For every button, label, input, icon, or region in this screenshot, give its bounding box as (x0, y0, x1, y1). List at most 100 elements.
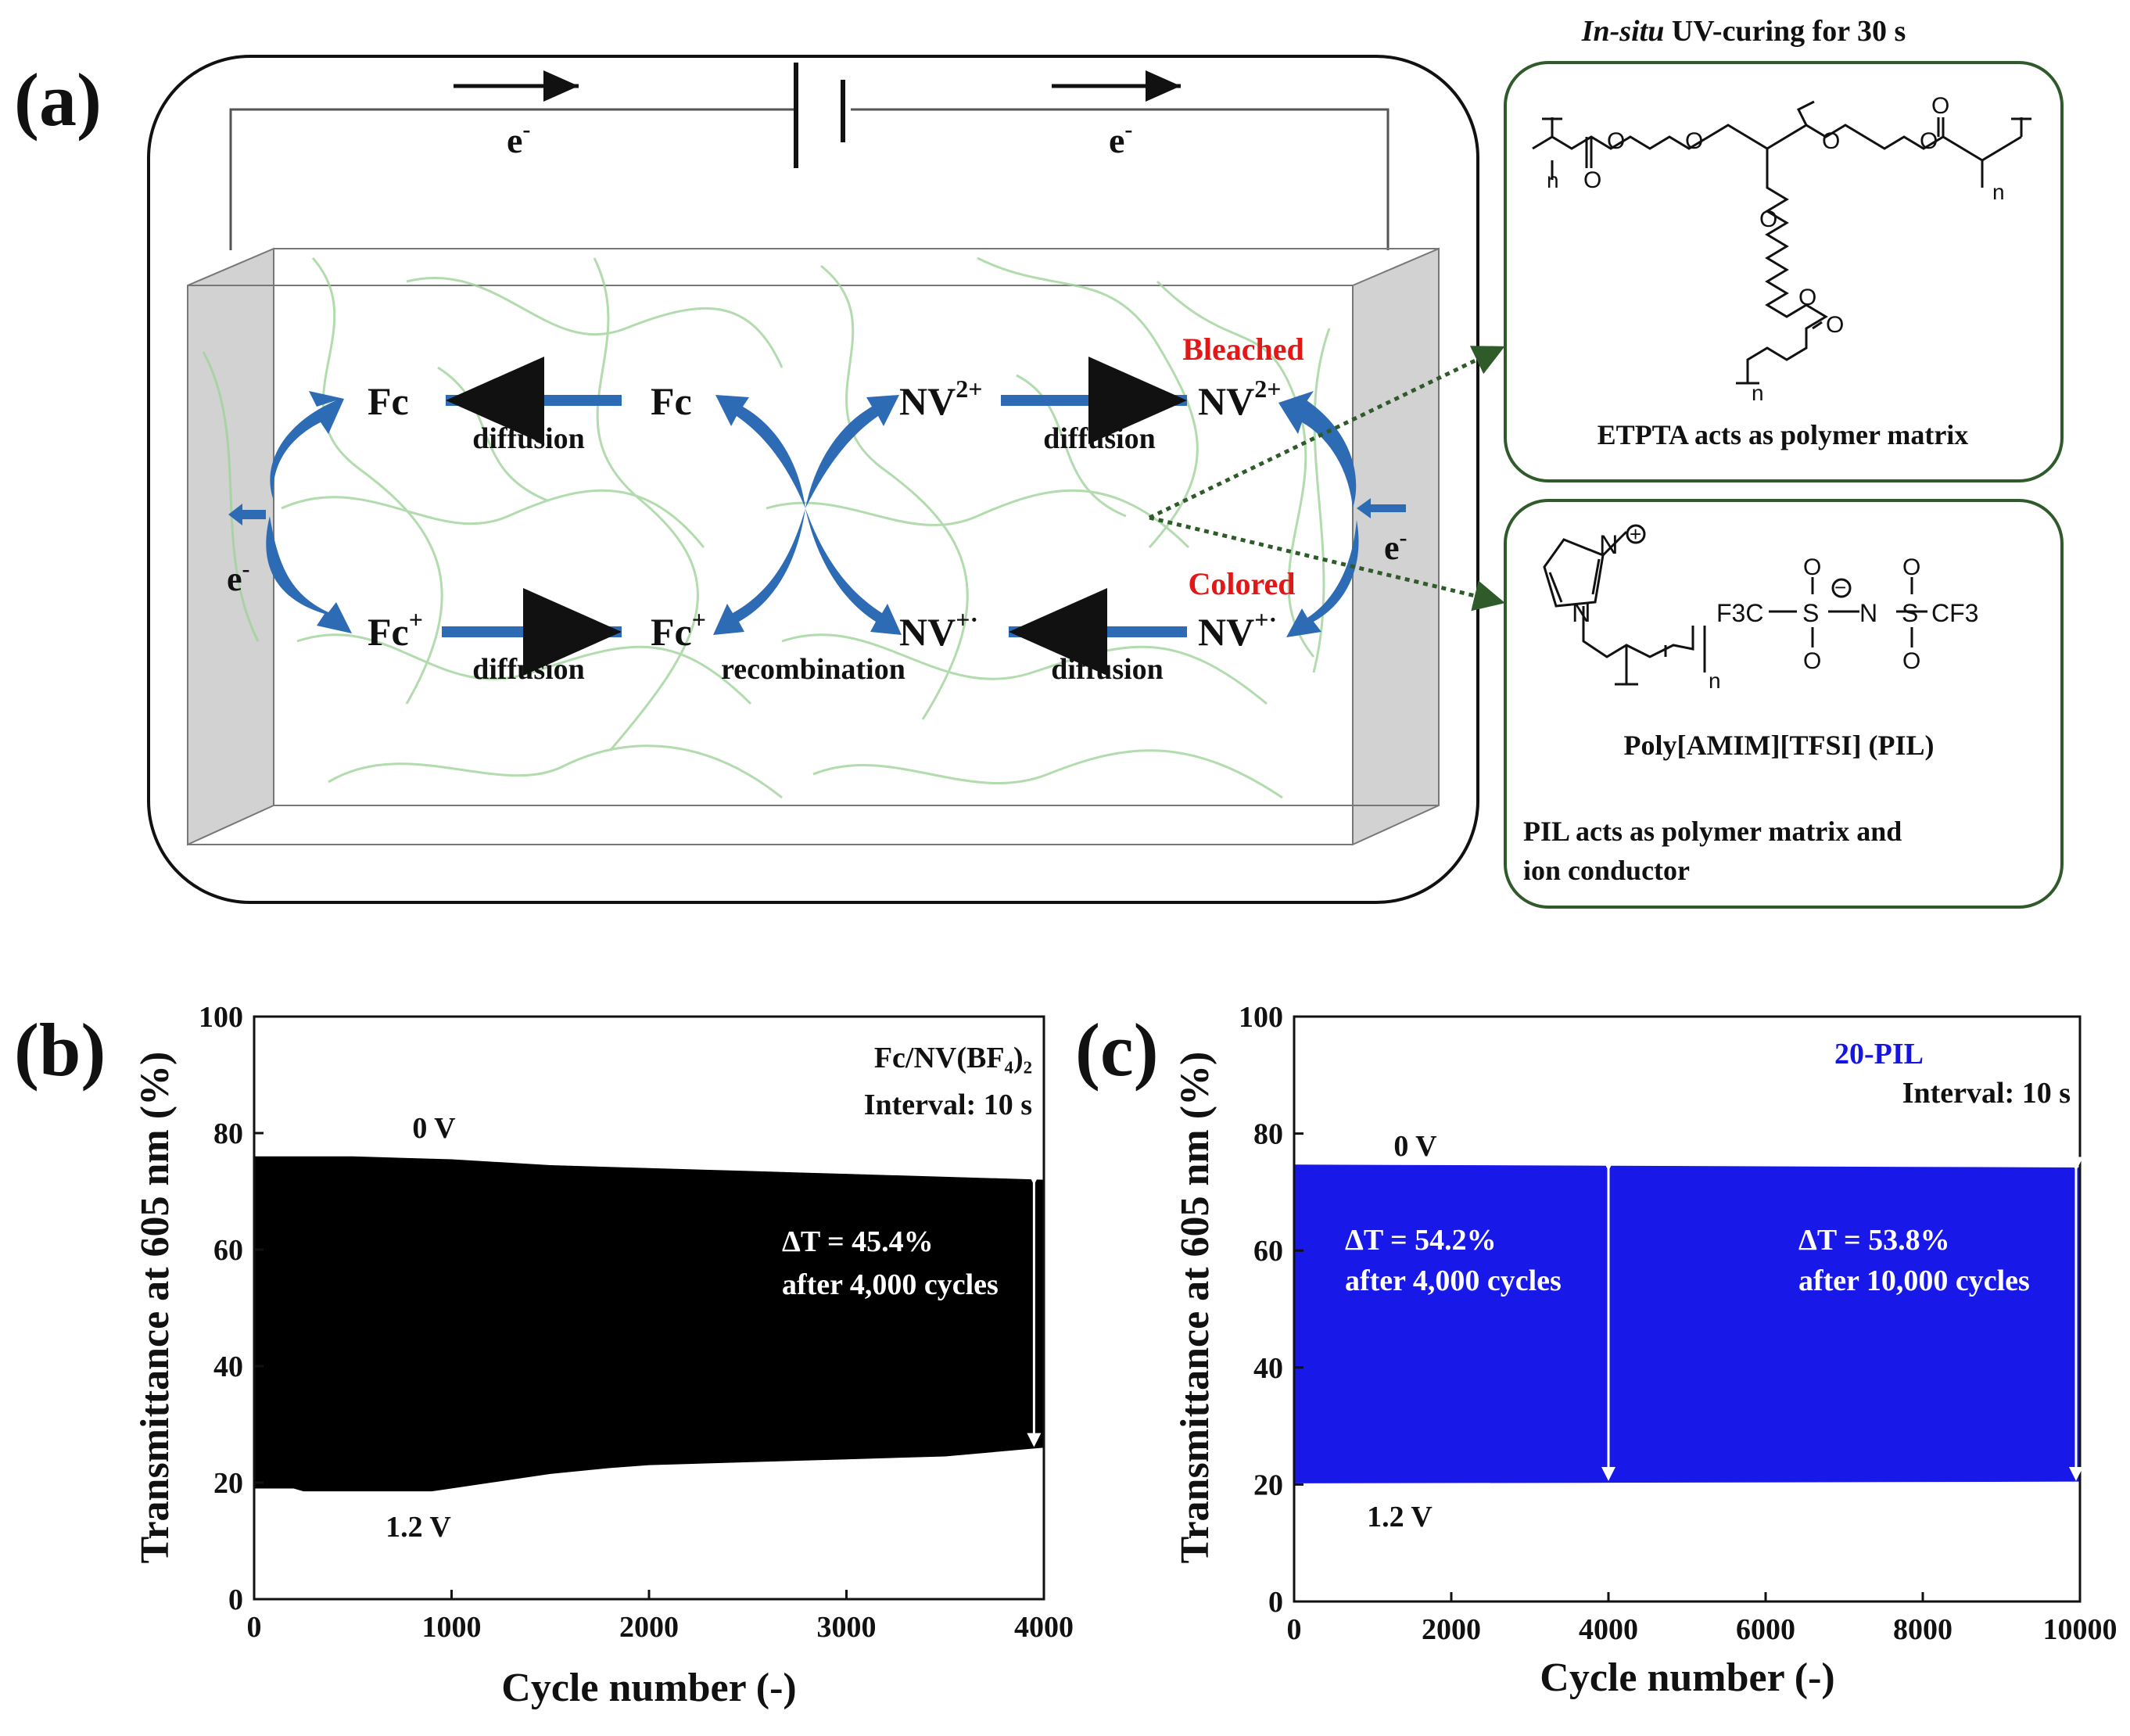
x-tick-label: 10000 (2043, 1613, 2117, 1646)
species-fc-plus-left: Fc (368, 610, 409, 654)
y-tick-label: 60 (213, 1234, 243, 1267)
chem-o-etpta-5: O (1583, 167, 1601, 193)
chem-n-pil-1: N (1599, 530, 1619, 560)
recombination-label: recombination (721, 653, 905, 686)
chart-b-annotation-line2: after 4,000 cycles (782, 1268, 999, 1301)
pil-desc-line1: PIL acts as polymer matrix and (1523, 816, 1902, 847)
pil-structure (1543, 524, 1927, 686)
svg-text:e-: e- (1109, 117, 1132, 160)
species-fc-center: Fc (651, 379, 692, 423)
svg-text:NV+·: NV+· (1198, 605, 1277, 654)
chart-b-label-bottom: 1.2 V (385, 1511, 451, 1544)
chem-f3c: F3C (1716, 599, 1763, 627)
etpta-structure (1532, 100, 2031, 385)
species-nv2-superscript: 2+ (956, 375, 982, 403)
species-nv-bottom-left: NV (899, 610, 956, 654)
species-plus-superscript: + (409, 605, 423, 633)
chart-c-annotation-a-line2: after 4,000 cycles (1345, 1264, 1562, 1297)
y-tick-label: 100 (199, 1001, 243, 1034)
electron-superscript: - (1124, 117, 1132, 142)
y-tick-label: 100 (1239, 1001, 1283, 1034)
chem-n-subscript: n (1709, 669, 1721, 693)
y-tick-label: 0 (228, 1584, 243, 1616)
chem-n-etpta-1: n (1547, 168, 1559, 192)
diffusion-label-4: diffusion (1051, 653, 1164, 686)
chem-o-etpta-7: O (1759, 206, 1777, 232)
y-tick-label: 20 (213, 1467, 243, 1500)
chart-c-xlabel: Cycle number (-) (1540, 1655, 1834, 1700)
pil-box (1504, 499, 2064, 909)
electron-arrow-left (228, 504, 266, 525)
svg-text:NV+·: NV+· (899, 605, 978, 654)
panel-b-label: (b) (14, 1008, 106, 1092)
x-tick-label: 6000 (1736, 1613, 1795, 1646)
species-nv-rad-superscript: +· (1254, 605, 1277, 633)
diffusion-label-3: diffusion (472, 653, 585, 686)
species-nv-rad-superscript: +· (956, 605, 978, 633)
curved-arrow-right-bottom (1286, 520, 1359, 637)
chem-o-etpta-6: O (1931, 93, 1949, 119)
electron-arrow-right (1357, 498, 1406, 518)
chart-c-legend-line1: 20-PIL (1834, 1038, 1924, 1071)
svg-text:NV2+: NV2+ (899, 375, 982, 423)
x-tick-label: 1000 (422, 1611, 482, 1644)
chem-o-etpta-1: O (1607, 128, 1625, 154)
y-tick-label: 80 (213, 1117, 243, 1150)
chem-s-1: S (1802, 599, 1819, 627)
y-tick-label: 40 (213, 1350, 243, 1383)
chem-plus-pil: + (1630, 522, 1641, 546)
svg-text:Fc+: Fc+ (368, 605, 423, 654)
chart-b-transmittance-band (254, 1156, 1044, 1492)
x-tick-label: 8000 (1893, 1613, 1952, 1646)
species-fc-left: Fc (368, 379, 409, 423)
pil-caption: Poly[AMIM][TFSI] (PIL) (1624, 730, 1935, 761)
svg-text:In-situ UV-curing for 30 s: In-situ UV-curing for 30 s (1581, 15, 1906, 48)
chem-o-etpta-2: O (1685, 128, 1703, 154)
curved-arrow-left-bottom (266, 516, 352, 633)
chart-c-legend-line2: Interval: 10 s (1902, 1077, 2071, 1110)
curved-arrow-left-top (270, 391, 344, 500)
chart-b-ticks: 0 1000 2000 3000 4000 0 20 40 60 80 100 (199, 1001, 1074, 1644)
y-tick-label: 0 (1268, 1586, 1283, 1619)
electron-superscript: - (242, 556, 250, 582)
chem-n-pil-2: N (1572, 598, 1591, 628)
y-tick-label: 60 (1253, 1235, 1283, 1268)
species-nv-top-right: NV (1198, 379, 1254, 423)
curved-arrow-center-left-down (713, 508, 805, 635)
device-frame (147, 55, 1479, 904)
chart-c-annotation-b-line1: ΔT = 53.8% (1798, 1224, 1950, 1257)
chem-o-pil-2: O (1803, 648, 1821, 674)
x-tick-label: 3000 (817, 1611, 877, 1644)
panel-a-label: (a) (14, 58, 102, 142)
chem-o-etpta-4: O (1920, 128, 1938, 154)
chart-c-annotation-a-line1: ΔT = 54.2% (1345, 1224, 1497, 1257)
circuit-wire (229, 108, 1390, 250)
chart-c-ylabel: Transmittance at 605 nm (%) (1173, 1052, 1217, 1564)
panel-c-label: (c) (1075, 1008, 1159, 1092)
uv-title-rest: UV-curing for 30 s (1664, 15, 1906, 48)
electron-label-right: e (1384, 529, 1400, 567)
svg-text:Fc+: Fc+ (651, 605, 706, 654)
chem-cf3: CF3 (1931, 599, 1978, 627)
chem-o-etpta-8: O (1798, 285, 1816, 310)
species-nv-bottom-right: NV (1198, 610, 1254, 654)
chem-o-etpta-9: O (1826, 312, 1844, 338)
svg-text:NV2+: NV2+ (1198, 375, 1281, 423)
curved-arrow-right-top (1278, 391, 1357, 508)
x-tick-label: 0 (247, 1611, 262, 1644)
species-plus-superscript: + (692, 605, 706, 633)
electron-label-top-right: e (1109, 120, 1124, 160)
x-tick-label: 4000 (1014, 1611, 1074, 1644)
chem-o-pil-1: O (1803, 554, 1821, 580)
chart-b-ylabel: Transmittance at 605 nm (%) (133, 1052, 178, 1564)
x-tick-label: 2000 (619, 1611, 679, 1644)
chart-c-transmittance-band (1294, 1164, 2080, 1483)
curved-arrow-center-right-up (805, 395, 899, 508)
state-colored-label: Colored (1188, 566, 1295, 601)
chart-c-annotation-b-line2: after 10,000 cycles (1798, 1264, 2030, 1297)
left-electrode (187, 247, 274, 846)
x-tick-label: 0 (1287, 1613, 1302, 1646)
